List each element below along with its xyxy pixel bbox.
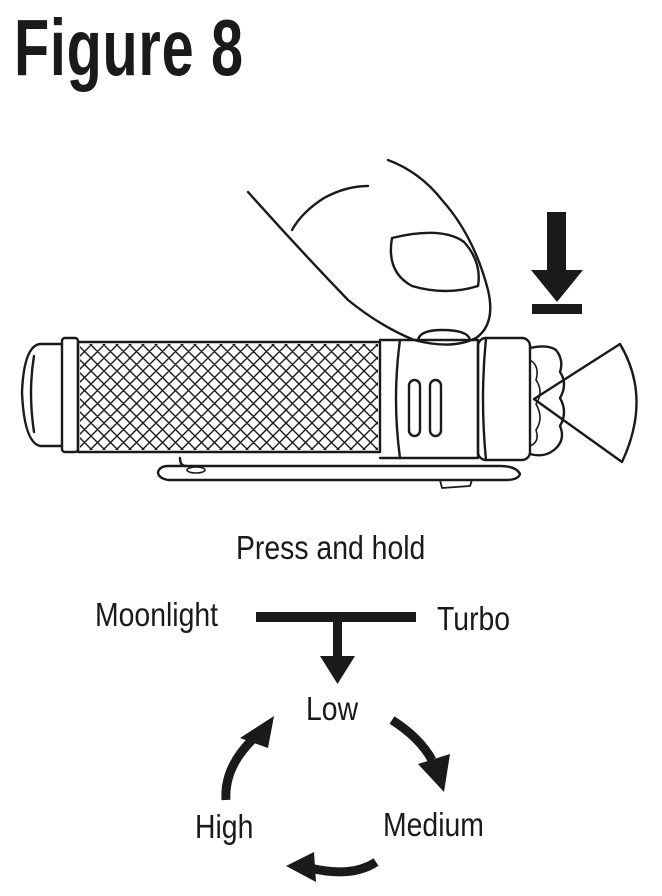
mode-tree — [256, 612, 416, 684]
mode-low-label: Low — [306, 690, 359, 727]
cycle-arrow-icon — [389, 716, 436, 763]
mode-cycle — [221, 716, 436, 877]
press-and-hold-label: Press and hold — [236, 529, 426, 566]
mode-medium-label: Medium — [383, 806, 484, 843]
cycle-arrowhead-icon — [240, 716, 274, 748]
finger-press-icon — [246, 158, 492, 346]
mode-turbo-label: Turbo — [437, 600, 511, 637]
down-arrow-icon — [320, 656, 355, 684]
cycle-arrow-icon — [221, 736, 256, 801]
press-down-arrow-icon — [531, 212, 583, 314]
figure-title: Figure 8 — [14, 3, 244, 92]
cycle-arrowhead-icon — [286, 852, 316, 882]
mode-bar — [256, 612, 416, 622]
mode-moonlight-label: Moonlight — [95, 596, 219, 633]
cycle-arrowhead-icon — [418, 754, 450, 792]
knurl-pattern — [80, 344, 378, 450]
mode-high-label: High — [195, 808, 254, 845]
flashlight-icon — [20, 328, 566, 489]
light-beam-icon — [532, 342, 638, 464]
cycle-arrow-icon — [308, 858, 379, 877]
mode-stem — [333, 620, 342, 662]
